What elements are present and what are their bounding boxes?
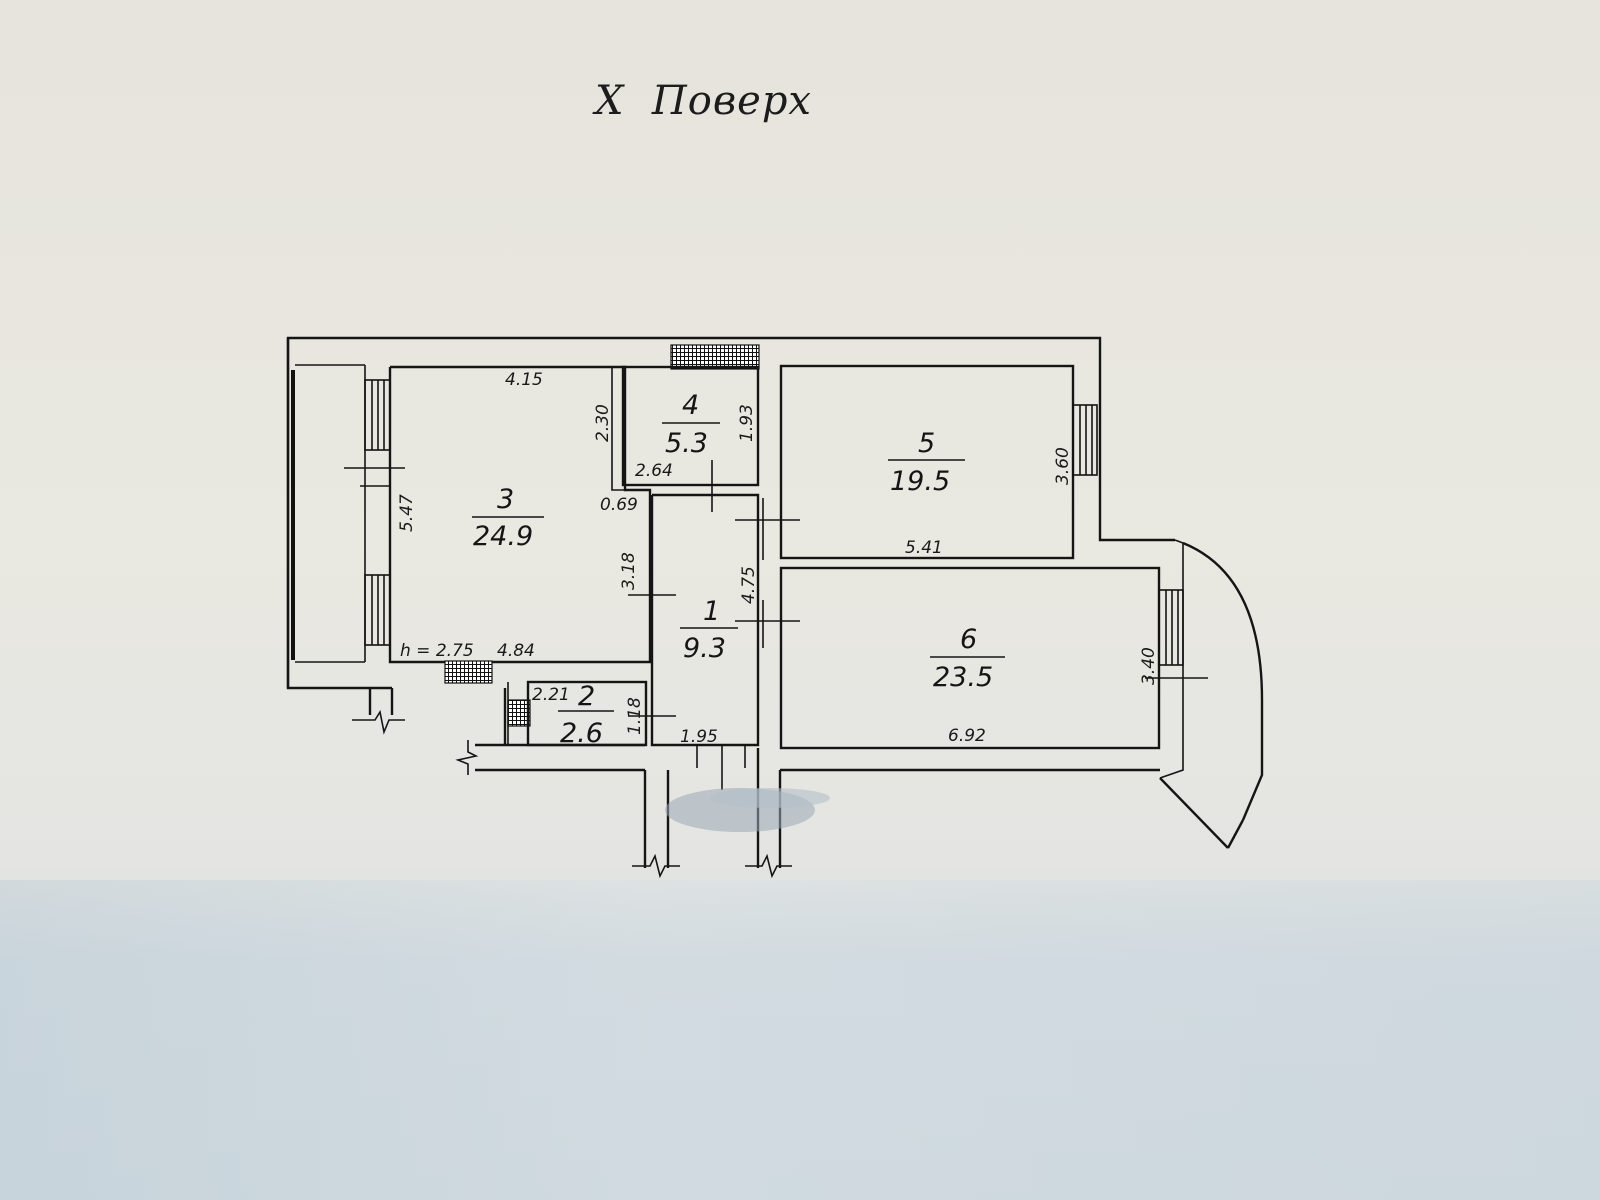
dimension-label: 6.92: [948, 726, 986, 746]
break-symbol: [745, 853, 792, 879]
room-2-area: 2.6: [560, 718, 603, 749]
room-3-number: 3: [497, 484, 514, 515]
break-symbol: [455, 740, 479, 775]
room-6: [779, 566, 1208, 750]
ceiling-height: h = 2.75: [400, 641, 474, 661]
corridor-walls: [368, 688, 1160, 868]
dimension-label: 2.30: [593, 404, 613, 442]
dimension-label: 3.40: [1139, 647, 1159, 685]
room-4: [621, 365, 760, 512]
outer-wall: [286, 336, 1175, 690]
dimension-label: 1.18: [625, 697, 645, 735]
room-1-area: 9.3: [683, 633, 726, 664]
balcony-left: [291, 365, 405, 662]
redacted-mark: [710, 788, 830, 808]
dimension-label: 2.21: [532, 685, 570, 705]
dimension-label: 4.15: [505, 370, 543, 390]
room-5-area: 19.5: [890, 466, 950, 497]
dimension-label: 3.60: [1053, 447, 1073, 485]
dimension-label: 4.75: [739, 566, 759, 604]
dimension-label: 5.41: [905, 538, 943, 558]
dimension-label: 2.64: [635, 461, 673, 481]
vent-room2: [507, 699, 531, 727]
room-2-number: 2: [578, 681, 595, 712]
room-5-number: 5: [918, 428, 935, 459]
room-1-number: 1: [703, 596, 720, 627]
break-symbol: [632, 853, 680, 879]
dimension-label: 4.84: [497, 641, 535, 661]
room-6-number: 6: [960, 624, 977, 655]
floor-title: X Поверх: [595, 78, 812, 124]
dimension-label: 3.18: [619, 552, 639, 590]
dimension-label: 5.47: [397, 494, 417, 532]
vent-top: [670, 344, 760, 370]
room-3-area: 24.9: [473, 521, 533, 552]
room-4-area: 5.3: [665, 428, 708, 459]
dimension-label: 0.69: [600, 495, 638, 515]
room-6-area: 23.5: [933, 662, 993, 693]
room-1: [628, 493, 800, 790]
room-5: [779, 364, 1098, 560]
vent-bottom: [444, 660, 493, 684]
dimension-label: 1.93: [737, 404, 757, 442]
room-4-number: 4: [682, 390, 699, 421]
balcony-right: [1159, 539, 1264, 849]
dimension-label: 1.95: [680, 727, 718, 747]
break-symbol: [352, 709, 405, 735]
